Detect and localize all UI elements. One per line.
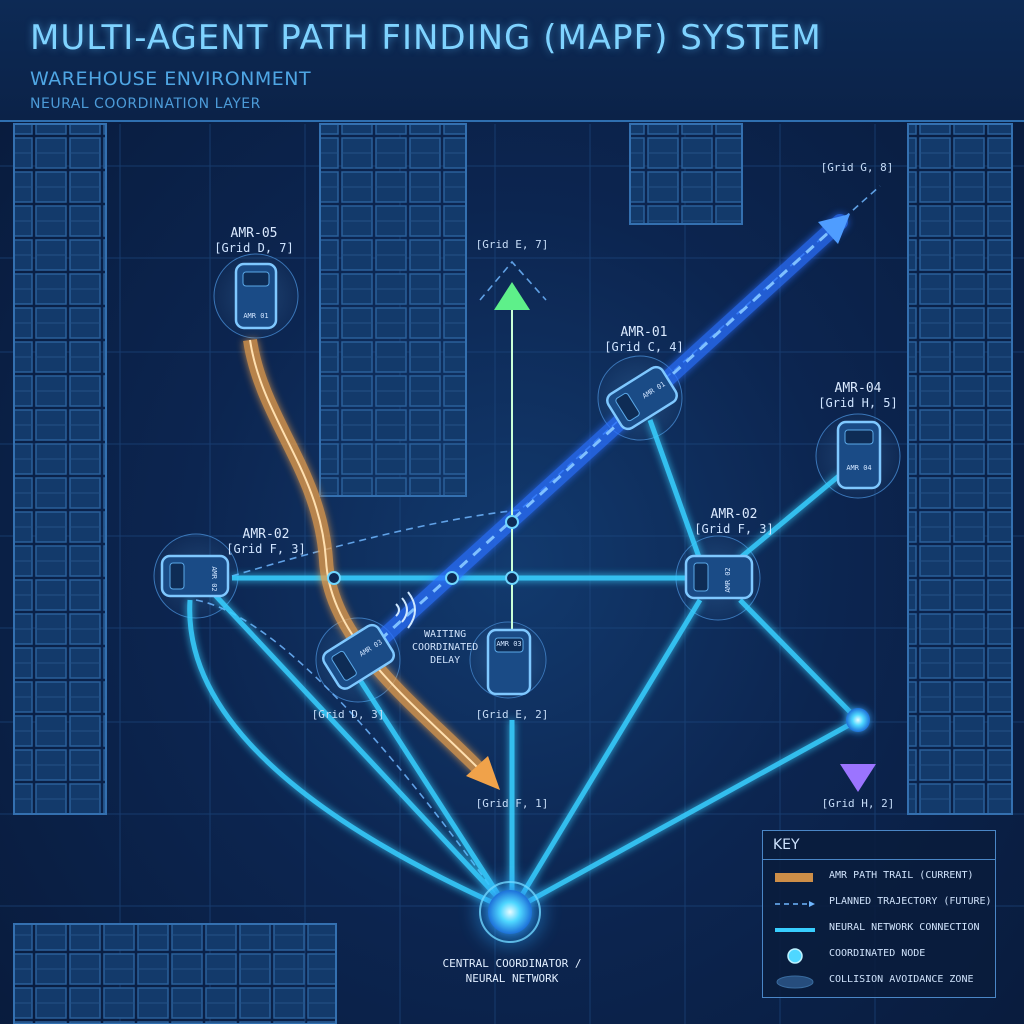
- waypoint-e7: [Grid E, 7]: [475, 238, 549, 251]
- agent-grid: [Grid C, 4]: [604, 340, 684, 354]
- waypoint-d3: [Grid D, 3]: [311, 708, 385, 721]
- plate-amr03: AMR 03: [496, 640, 521, 648]
- rack-top: [629, 123, 743, 225]
- legend-item-planned: PLANNED TRAJECTORY (FUTURE): [771, 893, 992, 913]
- note-line: COORDINATED: [412, 642, 479, 653]
- label-amr-02-right: AMR-02 [Grid F, 3]: [694, 507, 773, 537]
- cyan-line-icon: [775, 928, 815, 932]
- label-amr-05: AMR-05 [Grid D, 7]: [214, 226, 293, 256]
- header: MULTI-AGENT PATH FINDING (MAPF) SYSTEM W…: [0, 0, 1024, 122]
- label-amr-02-left: AMR-02 [Grid F, 3]: [226, 527, 305, 557]
- robot-amr-01: [606, 365, 678, 431]
- coordinator-label: CENTRAL COORDINATOR / NEURAL NETWORK: [442, 956, 581, 986]
- coordinated-nodes: [327, 515, 519, 585]
- page-subtitle-secondary: NEURAL COORDINATION LAYER: [30, 96, 261, 112]
- waypoint-e2: [Grid E, 2]: [475, 708, 549, 721]
- central-coordinator: [474, 876, 546, 948]
- legend-label: COLLISION AVOIDANCE ZONE: [829, 974, 974, 985]
- agent-grid: [Grid D, 7]: [214, 241, 294, 255]
- label-amr-01: AMR-01 [Grid C, 4]: [604, 325, 683, 355]
- neural-connections: [187, 419, 860, 908]
- robot-amr-02-left: [160, 554, 230, 598]
- legend-label: COORDINATED NODE: [829, 948, 926, 959]
- agent-grid: [Grid H, 5]: [818, 396, 898, 410]
- blue-trajectory: [372, 214, 850, 648]
- legend-title: KEY: [773, 837, 800, 853]
- agent-name: AMR-02: [242, 527, 290, 542]
- plate-amr02-right: AMR 02: [724, 567, 732, 592]
- page-subtitle: WAREHOUSE ENVIRONMENT: [30, 68, 312, 90]
- rack-left: [13, 123, 107, 815]
- rack-center: [319, 123, 467, 497]
- dashed-arrow-icon: [775, 901, 815, 907]
- rack-bottom-left: [13, 923, 337, 1024]
- coordinated-node-h: [846, 708, 870, 732]
- note-line: WAITING: [424, 629, 467, 640]
- plate-amr02-left: AMR 02: [210, 566, 218, 591]
- legend-label: PLANNED TRAJECTORY (FUTURE): [829, 896, 992, 907]
- robot-waiting: [322, 623, 396, 690]
- zone-ellipse-icon: [776, 975, 814, 989]
- plate-amr04: AMR 04: [846, 464, 871, 472]
- legend-label: AMR PATH TRAIL (CURRENT): [829, 870, 974, 881]
- purple-path: [840, 492, 876, 792]
- legend: KEY AMR PATH TRAIL (CURRENT) PLANNED TRA…: [762, 830, 996, 998]
- shelving-racks: [13, 123, 1013, 1024]
- waypoint-g8: [Grid G, 8]: [820, 161, 894, 174]
- robots: [160, 262, 882, 696]
- robot-amr-04: [836, 420, 882, 490]
- robot-amr-03: [486, 628, 532, 696]
- legend-item-neural: NEURAL NETWORK CONNECTION: [771, 919, 991, 939]
- agent-name: AMR-02: [710, 507, 758, 522]
- waiting-note: WAITING COORDINATED DELAY: [412, 628, 478, 667]
- legend-item-path-trail: AMR PATH TRAIL (CURRENT): [771, 867, 991, 887]
- signal-waves-icon: [395, 591, 416, 629]
- waypoint-h2: [Grid H, 2]: [821, 797, 895, 810]
- legend-label: NEURAL NETWORK CONNECTION: [829, 922, 980, 933]
- robot-amr-02-right: [684, 554, 754, 600]
- agent-grid: [Grid F, 3]: [694, 522, 774, 536]
- agent-grid: [Grid F, 3]: [226, 542, 306, 556]
- plate-amr05: AMR 01: [243, 312, 268, 320]
- agent-name: AMR-05: [230, 226, 278, 241]
- node-circle-icon: [787, 948, 803, 964]
- orange-trail: [243, 338, 500, 790]
- agent-name: AMR-01: [620, 325, 668, 340]
- robot-amr-05: [234, 262, 278, 330]
- waypoint-f1: [Grid F, 1]: [475, 797, 549, 810]
- coordinator-line2: NEURAL NETWORK: [465, 972, 559, 985]
- legend-item-zone: COLLISION AVOIDANCE ZONE: [771, 971, 991, 991]
- label-amr-04: AMR-04 [Grid H, 5]: [818, 381, 897, 411]
- orange-swatch-icon: [775, 873, 813, 882]
- agent-name: AMR-04: [834, 381, 882, 396]
- note-line: DELAY: [430, 655, 461, 666]
- rack-right: [907, 123, 1013, 815]
- legend-divider: [763, 859, 995, 860]
- coordinator-line1: CENTRAL COORDINATOR /: [442, 957, 582, 970]
- legend-item-node: COORDINATED NODE: [771, 945, 991, 965]
- page-title: MULTI-AGENT PATH FINDING (MAPF) SYSTEM: [30, 18, 822, 58]
